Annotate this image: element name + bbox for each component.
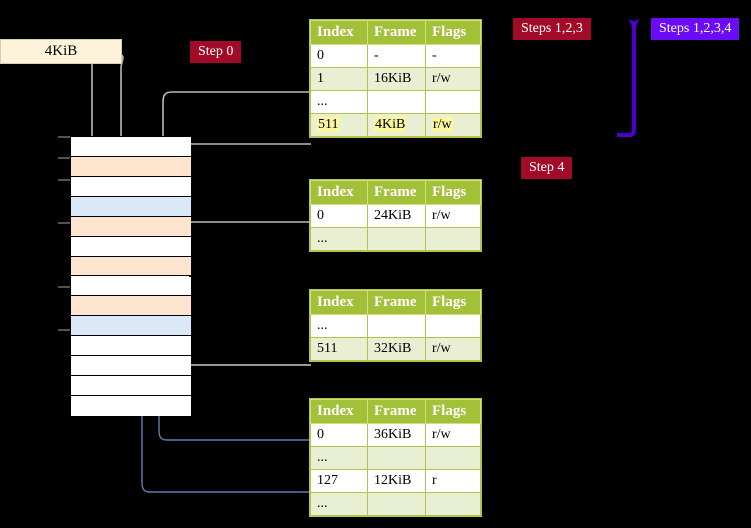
- page-table-level-4-r2-c2: r: [425, 469, 481, 493]
- page-table-level-1-r3-c0: 511: [310, 113, 368, 137]
- memory-block-5: [71, 236, 191, 257]
- violet-bracket-arrow: [617, 19, 640, 137]
- memory-block-10: [71, 336, 191, 357]
- page-table-level-3-header-flags: Flags: [425, 290, 481, 315]
- badge-steps-123: Steps 1,2,3: [513, 18, 591, 40]
- badge-steps-1234: Steps 1,2,3,4: [651, 18, 740, 40]
- page-table-level-3-r0-c0: ...: [310, 314, 368, 338]
- page-table-level-1-r0-c2: -: [425, 44, 481, 68]
- page-table-level-4-r3-c1: [367, 492, 426, 516]
- page-table-level-2-r1-c1: [367, 227, 426, 251]
- page-table-level-4-r3-c2: [425, 492, 481, 516]
- table-row[interactable]: ...: [310, 492, 481, 516]
- badge-step-0: Step 0: [190, 41, 242, 63]
- table-row[interactable]: ...: [310, 90, 481, 114]
- highlighted-value: 4KiB: [374, 117, 407, 132]
- page-table-level-1-r0-c0: 0: [310, 44, 368, 68]
- page-table-level-2-r1-c0: ...: [310, 227, 368, 251]
- page-table-level-3-header-frame: Frame: [367, 290, 426, 315]
- page-table-level-1-r3-c1: 4KiB: [367, 113, 426, 137]
- page-table-level-4-r1-c1: [367, 446, 426, 470]
- page-table-level-4-r0-c1: 36KiB: [367, 423, 426, 447]
- page-table-level-4-r0-c0: 0: [310, 423, 368, 447]
- table-row[interactable]: ...: [310, 314, 481, 338]
- memory-block-0: [71, 137, 191, 157]
- memory-block-7: [71, 276, 191, 297]
- table-row[interactable]: ...: [310, 227, 481, 251]
- page-table-level-1-r1-c0: 1: [310, 67, 368, 91]
- memory-block-3: [71, 196, 191, 217]
- memory-block-12: [71, 376, 191, 397]
- page-table-level-4-r0-c2: r/w: [425, 423, 481, 447]
- page-table-level-2-r0-c1: 24KiB: [367, 204, 426, 228]
- memory-block-11: [71, 356, 191, 377]
- page-table-level-4-header-frame: Frame: [367, 399, 426, 424]
- table-row[interactable]: ...: [310, 446, 481, 470]
- connector-table3-row511: [171, 299, 311, 366]
- memory-block-13: [71, 396, 191, 416]
- page-table-level-1-r1-c2: r/w: [425, 67, 481, 91]
- page-table-level-1-r2-c1: [367, 90, 426, 114]
- badge-step-4-label: Step 4: [529, 160, 565, 175]
- page-table-level-4-r2-c0: 127: [310, 469, 368, 493]
- memory-size-label-text: 4KiB: [44, 43, 78, 59]
- memory-block-4: [71, 216, 191, 237]
- page-table-level-3-r0-c2: [425, 314, 481, 338]
- page-table-level-4-r1-c0: ...: [310, 446, 368, 470]
- memory-block-6: [71, 256, 191, 277]
- page-table-level-4-r2-c1: 12KiB: [367, 469, 426, 493]
- page-table-level-3-r1-c0: 511: [310, 337, 368, 361]
- table-row[interactable]: 0--: [310, 44, 481, 68]
- memory-block-9: [71, 316, 191, 337]
- badge-steps-123-label: Steps 1,2,3: [521, 21, 583, 36]
- page-table-level-1-r1-c1: 16KiB: [367, 67, 426, 91]
- memory-block-2: [71, 176, 191, 197]
- physical-memory-column: [70, 136, 191, 416]
- page-table-level-1-r2-c0: ...: [310, 90, 368, 114]
- page-table-level-1-header-frame: Frame: [367, 20, 426, 45]
- page-table-level-4-header-flags: Flags: [425, 399, 481, 424]
- page-table-level-2-header-frame: Frame: [367, 180, 426, 205]
- page-table-level-1-header-index: Index: [310, 20, 368, 45]
- page-table-level-4-header-index: Index: [310, 399, 368, 424]
- page-table-level-2-r1-c2: [425, 227, 481, 251]
- memory-size-label: 4KiB: [0, 39, 122, 64]
- memory-block-1: [71, 156, 191, 177]
- page-table-level-3-r1-c2: r/w: [425, 337, 481, 361]
- badge-step-4: Step 4: [521, 157, 573, 179]
- page-table-level-3-r0-c1: [367, 314, 426, 338]
- page-table-level-2-header-index: Index: [310, 180, 368, 205]
- badge-steps-1234-label: Steps 1,2,3,4: [659, 21, 732, 36]
- page-table-level-1-r0-c1: -: [367, 44, 426, 68]
- page-table-level-3-header-index: Index: [310, 290, 368, 315]
- page-table-level-1-r2-c2: [425, 90, 481, 114]
- page-table-level-4-r3-c0: ...: [310, 492, 368, 516]
- memory-block-8: [71, 296, 191, 317]
- connector-table2-row0: [176, 221, 311, 262]
- table-row[interactable]: 511 4KiB r/w: [310, 113, 481, 137]
- highlighted-value: 511: [317, 117, 340, 132]
- page-table-level-1-r3-c2: r/w: [425, 113, 481, 137]
- highlighted-value: r/w: [432, 117, 453, 132]
- page-table-level-2-r0-c2: r/w: [425, 204, 481, 228]
- page-table-level-3-r1-c1: 32KiB: [367, 337, 426, 361]
- page-table-level-4-r1-c2: [425, 446, 481, 470]
- badge-step-0-label: Step 0: [198, 44, 234, 59]
- page-table-level-1-header-flags: Flags: [425, 20, 481, 45]
- page-table-level-2-header-flags: Flags: [425, 180, 481, 205]
- page-table-level-2-r0-c0: 0: [310, 204, 368, 228]
